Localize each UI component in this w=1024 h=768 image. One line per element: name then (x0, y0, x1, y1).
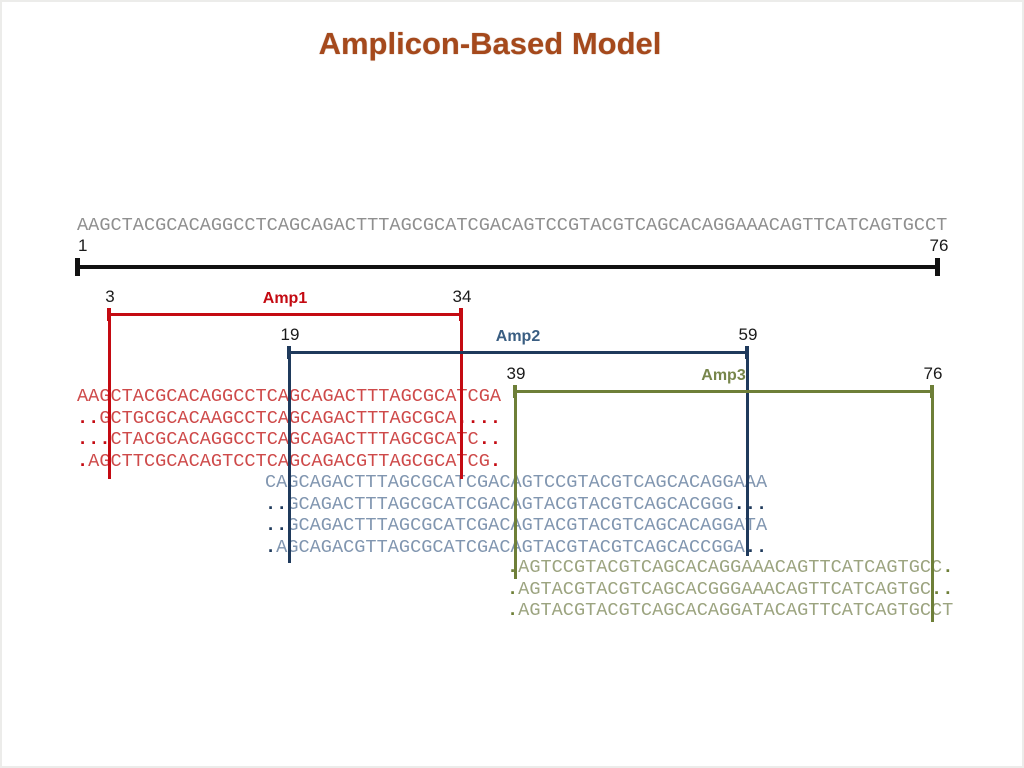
amp1-start-position-label: 3 (105, 287, 115, 306)
clipped-dots: . (507, 557, 519, 578)
clipped-dots: ... (77, 429, 111, 451)
read-bases: AGCAGACGTTAGCGCATCGACAGTACGTACGTCAGCACCG… (276, 537, 745, 559)
clipped-dots: .. (265, 515, 288, 537)
amp1-bracket-bar (109, 313, 461, 316)
read-bases: GCAGACTTTAGCGCATCGACAGTACGTACGTCAGCACAGG… (287, 515, 768, 537)
clipped-dots: . (489, 451, 502, 473)
amp3-start-position-label: 39 (506, 364, 526, 383)
amp2-left-leg (288, 351, 291, 563)
ruler-end-label: 76 (929, 236, 949, 255)
amp3-end-position-label: 76 (923, 364, 943, 383)
amp2-end-position-label: 59 (738, 325, 758, 344)
amp1-left-leg (108, 313, 111, 479)
amp3-right-leg (931, 390, 934, 622)
amp3-read-line: .AGTCCGTACGTCAGCACAGGAAACAGTTCATCAGTGCC. (507, 557, 954, 578)
read-bases: CTACGCACAGGCCTCAGCAGACTTTAGCGCATC (110, 429, 479, 451)
clipped-dots: .... (456, 407, 502, 429)
read-bases: AGTCCGTACGTCAGCACAGGAAACAGTTCATCAGTGCC (518, 557, 943, 578)
amp2-label: Amp2 (495, 328, 541, 345)
amp1-end-position-label: 34 (452, 287, 472, 306)
slide-title: Amplicon-Based Model (318, 26, 662, 61)
ruler-start-label: 1 (78, 236, 88, 255)
amp3-bracket-bar (515, 390, 932, 393)
amp1-right-leg (460, 313, 463, 479)
clipped-dots: . (507, 600, 519, 622)
amp3-read-line: .AGTACGTACGTCAGCACGGGAAACAGTTCATCAGTGC.. (507, 578, 954, 600)
clipped-dots: . (77, 451, 89, 473)
clipped-dots: .. (478, 429, 502, 451)
amp2-right-leg (746, 351, 749, 556)
amp1-label: Amp1 (262, 290, 308, 307)
clipped-dots: ... (733, 493, 768, 515)
amp2-read-line: ..GCAGACTTTAGCGCATCGACAGTACGTACGTCAGCACA… (265, 517, 767, 536)
reference-sequence: AAGCTACGCACAGGCCTCAGCAGACTTTAGCGCATCGACA… (77, 215, 948, 236)
amp2-read-line: ..GCAGACTTTAGCGCATCGACAGTACGTACGTCAGCACG… (265, 493, 768, 515)
amp3-label: Amp3 (701, 367, 746, 384)
amp3-read-line: .AGTACGTACGTCAGCACAGGATACAGTTCATCAGTGCCT (507, 602, 953, 621)
ruler-line (77, 265, 939, 269)
read-bases: GCTGCGCACAAGCCTCAGCAGACTTTAGCGCA (99, 407, 457, 429)
clipped-dots: . (265, 537, 277, 559)
clipped-dots: . (942, 557, 954, 578)
clipped-dots: . (507, 578, 519, 600)
ruler-start-tick (75, 258, 80, 276)
read-bases: GCAGACTTTAGCGCATCGACAGTACGTACGTCAGCACGGG (287, 493, 734, 515)
clipped-dots: .. (265, 493, 288, 515)
amp2-start-position-label: 19 (280, 325, 300, 344)
amp1-read-line: ...CTACGCACAGGCCTCAGCAGACTTTAGCGCATC.. (77, 431, 501, 450)
amp3-left-leg (514, 390, 517, 579)
read-bases: AGTACGTACGTCAGCACGGGAAACAGTTCATCAGTGC (518, 578, 932, 600)
amp2-bracket-bar (289, 351, 747, 354)
ruler-end-tick (935, 258, 940, 276)
clipped-dots: .. (931, 578, 954, 600)
amp2-read-line: .AGCAGACGTTAGCGCATCGACAGTACGTACGTCAGCACC… (265, 537, 768, 559)
clipped-dots: .. (744, 537, 768, 559)
read-bases: AGTACGTACGTCAGCACAGGATACAGTTCATCAGTGCCT (518, 600, 954, 622)
clipped-dots: .. (77, 407, 100, 429)
amp1-read-line: ..GCTGCGCACAAGCCTCAGCAGACTTTAGCGCA.... (77, 407, 502, 429)
